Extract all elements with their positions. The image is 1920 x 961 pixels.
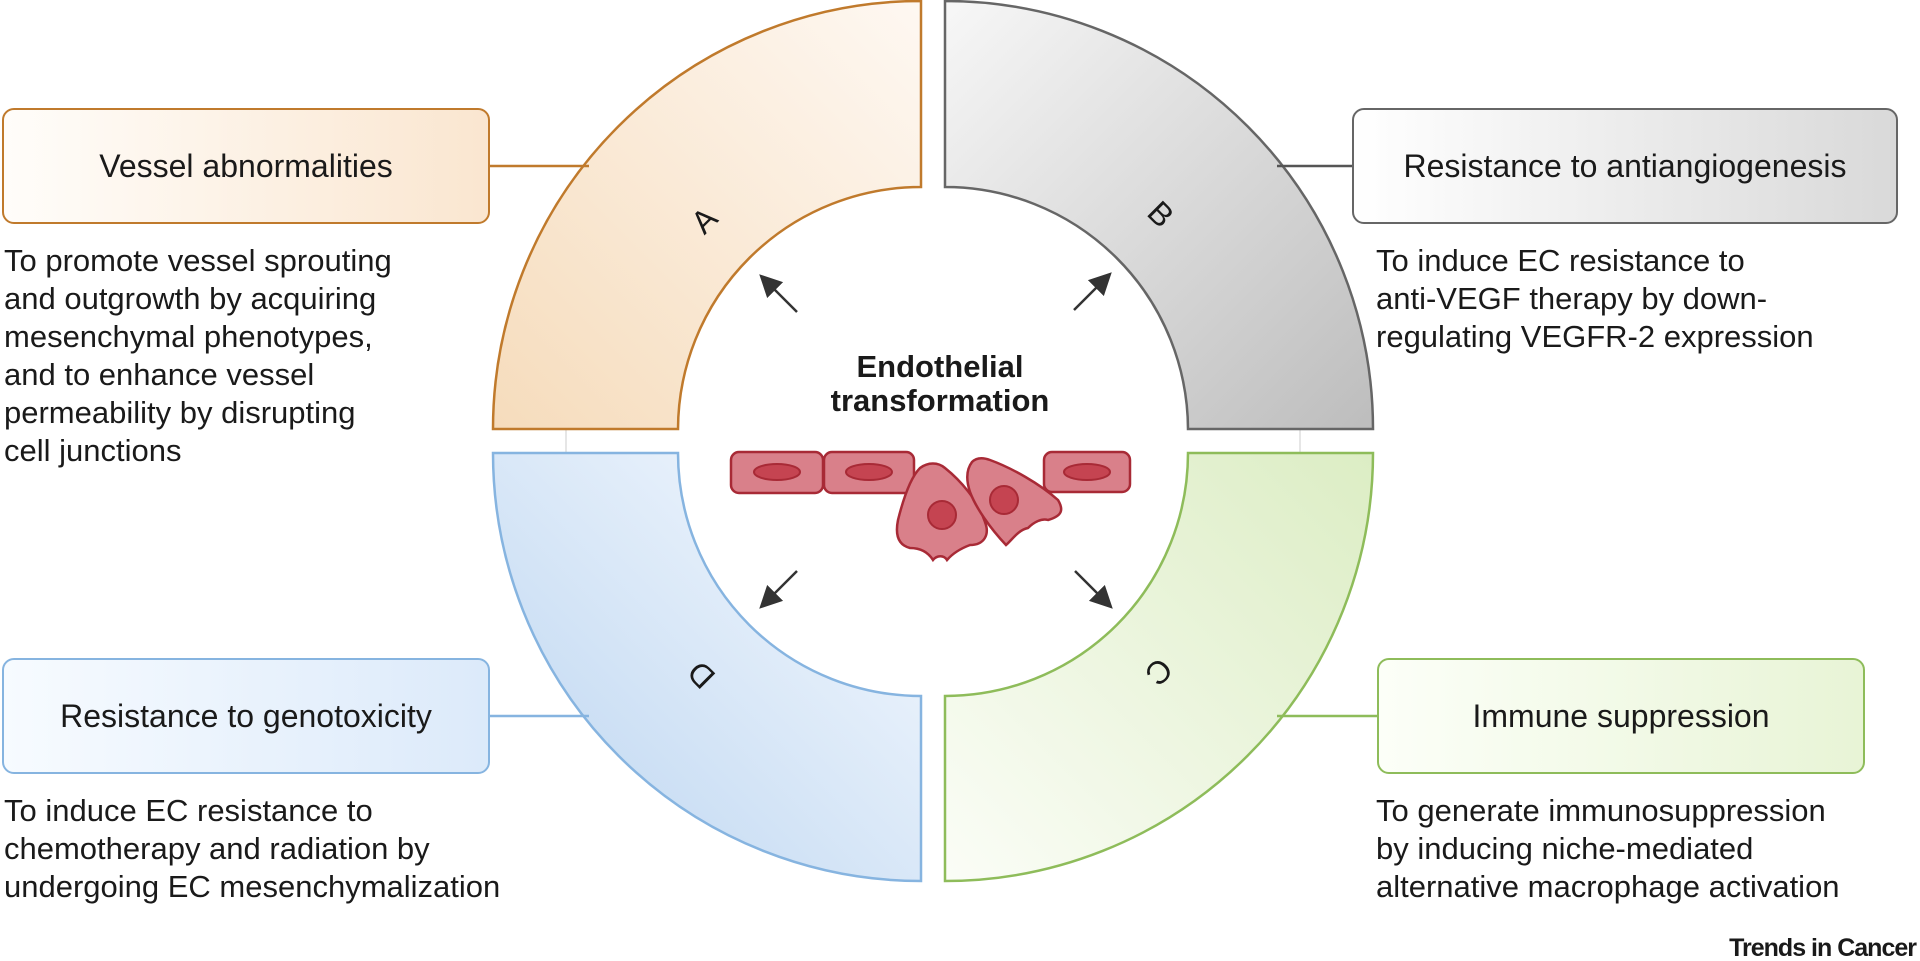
quadrant-a-title-box: Vessel abnormalities: [2, 108, 490, 224]
quadrant-c-title: Immune suppression: [1472, 697, 1770, 734]
quadrant-d-description: To induce EC resistance to chemotherapy …: [4, 793, 501, 904]
center-title-line1: Endothelial: [856, 349, 1024, 384]
arrow-to-b: [1073, 272, 1112, 311]
arrow-to-a: [759, 274, 798, 313]
center-title: Endothelial transformation: [760, 350, 1120, 418]
quadrant-separators: [565, 430, 1301, 452]
journal-brand: Trends in Cancer: [1729, 934, 1917, 961]
quadrant-d-title-box: Resistance to genotoxicity: [2, 658, 490, 774]
quadrant-b-title: Resistance to antiangiogenesis: [1403, 147, 1847, 184]
quadrant-d-ring: [491, 451, 923, 883]
endothelial-cell: [729, 450, 825, 495]
transformation-arrows: [759, 272, 1113, 609]
endothelial-cell: [1042, 450, 1132, 494]
mesenchymal-cell: [966, 457, 1063, 547]
quadrant-a-ring: [491, 0, 923, 431]
quadrant-d-title: Resistance to genotoxicity: [60, 697, 432, 734]
arrow-to-c: [1074, 570, 1113, 609]
quadrant-a-description: To promote vessel sprouting and outgrowt…: [4, 243, 392, 468]
quadrant-b-description: To induce EC resistance to anti-VEGF the…: [1376, 243, 1814, 354]
endothelial-cell: [822, 450, 916, 495]
quadrant-a-title: Vessel abnormalities: [99, 147, 393, 184]
quadrant-c-description: To generate immunosuppression by inducin…: [1376, 793, 1840, 904]
quadrant-c-ring: [943, 451, 1375, 883]
center-title-line2: transformation: [830, 383, 1050, 418]
quadrant-b-title-box: Resistance to antiangiogenesis: [1352, 108, 1898, 224]
quadrant-b-ring: [943, 0, 1375, 431]
endothelial-cells-illustration: [729, 450, 1132, 563]
quadrant-c-title-box: Immune suppression: [1377, 658, 1865, 774]
mesenchymal-cell: [895, 462, 988, 563]
arrow-to-d: [759, 570, 798, 609]
